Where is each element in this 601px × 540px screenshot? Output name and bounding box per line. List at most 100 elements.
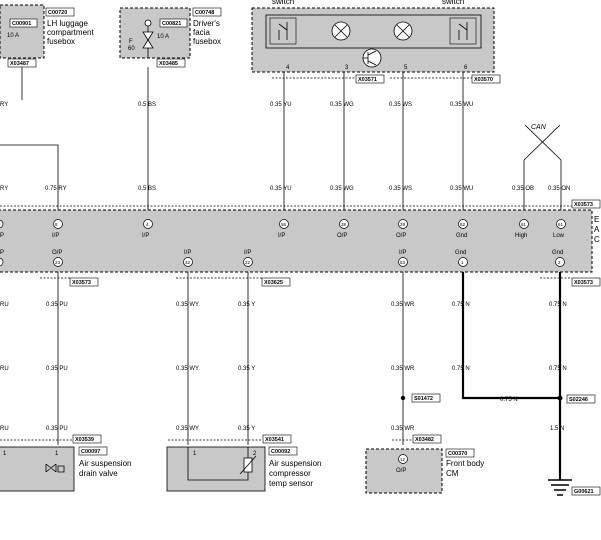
front-body-cm-name-2: CM [446, 469, 459, 478]
pin-number: 61 [558, 222, 564, 227]
splice-code: S01472 [414, 396, 433, 402]
wire-label: 0.35 WY [176, 302, 199, 308]
switch-right-label: switch [442, 0, 464, 6]
module-bottom-connector: X03573 [72, 280, 91, 286]
pin-number: 28 [341, 222, 347, 227]
pin-type: O/P [396, 233, 406, 239]
wire-label: 0.75 N [500, 397, 518, 403]
pin-number: 1 [55, 451, 59, 457]
pin-type: Gnd [552, 250, 563, 256]
wire-label: 0.5 BS [138, 102, 156, 108]
drain-valve: X03539 1 1 C00097 Air suspension drain v… [0, 434, 131, 492]
temp-sensor-code: C00092 [271, 449, 290, 455]
temp-sensor-name-3: temp sensor [269, 479, 313, 488]
bottom-wire-labels: RU 0.35 PU 0.35 WY 0.35 Y 0.35 WR 0.75 N… [0, 302, 567, 432]
wire-label: 0.35 WR [391, 366, 415, 372]
pin-type: Gnd [455, 250, 466, 256]
drain-valve-code: C00097 [81, 449, 100, 455]
wire-label: RU [0, 366, 9, 372]
splice-dot [557, 395, 563, 401]
wire-label: 0.35 WG [330, 102, 354, 108]
switch-pin: 6 [464, 65, 468, 71]
lh-fusebox-name-2: compartment [47, 28, 94, 37]
wire-label: 0.75 N [452, 366, 470, 372]
connector-dividers [0, 77, 572, 441]
lh-fuse-rating: 10 A [7, 33, 19, 39]
pin-type: I/P [52, 233, 59, 239]
switch-pin: 3 [345, 65, 349, 71]
lh-fusebox-name-3: fusebox [47, 37, 75, 46]
wire-label: 0.35 WU [450, 186, 473, 192]
drain-valve-name-1: Air suspension [79, 459, 131, 468]
front-body-cm: X03482 12 O/P C00370 Front body CM [365, 434, 484, 494]
wire-label: 0.75 N [549, 302, 567, 308]
lh-fusebox-box [0, 4, 45, 59]
wire-label: 0.35 WU [450, 102, 473, 108]
lower-wire-labels: RY 0.75 RY 0.5 BS 0.35 YU 0.35 WG 0.35 W… [0, 186, 570, 192]
pin-number: 2 [253, 451, 257, 457]
pin-type: O/P [337, 233, 347, 239]
pin-number: 4 [146, 222, 149, 227]
wire-label: 0.75 RY [45, 186, 67, 192]
wire-label: RY [0, 186, 8, 192]
wire-label: RU [0, 302, 9, 308]
drain-valve-connector: X03539 [75, 437, 94, 443]
wire-label: 0.35 WR [391, 302, 415, 308]
wire-label: 0.35 YU [270, 102, 292, 108]
pin-number: 1 [461, 260, 464, 265]
switch-block: switch switch 4 3 5 6 X03571 X03570 [251, 0, 501, 84]
wire-label: 0.35 PU [46, 366, 68, 372]
ground-wires [461, 265, 562, 480]
wire-label: 0.35 WY [176, 366, 199, 372]
pin-type: I/P [184, 250, 191, 256]
splice-dot [400, 395, 406, 401]
drain-valve-box [0, 446, 75, 492]
switch-contact-icon [458, 22, 468, 40]
pin-number: 1 [3, 451, 7, 457]
wire-label: 0.5 BS [138, 186, 156, 192]
switch-left-label: switch [272, 0, 294, 6]
module-edge-letter: C [594, 235, 600, 244]
pin-number: 8 [55, 222, 58, 227]
pin-type: I/P [142, 233, 149, 239]
driver-fusebox-name-3: fusebox [193, 37, 221, 46]
wire-label: 0.35 OB [512, 186, 534, 192]
wire-label: 0.35 WY [176, 426, 199, 432]
driver-fuse-number: 60 [128, 46, 135, 52]
switch-pin: 4 [286, 65, 290, 71]
pin-type: O/P [396, 468, 406, 474]
module-bottom-connector: X03625 [264, 280, 283, 286]
wire-label: 0.75 N [452, 302, 470, 308]
front-body-cm-connector: X03482 [415, 437, 434, 443]
ground-icon [548, 479, 572, 496]
ground-point: G00621 [548, 479, 601, 496]
wire-label: 1.5 N [550, 426, 564, 432]
pin-number: 22 [245, 260, 251, 265]
pin-number: 32 [185, 260, 191, 265]
switch-connector-1: X03571 [358, 77, 377, 83]
pin-type: Low [553, 233, 565, 239]
control-module: X03573 E A C P P 8 I/P 4 I/P 56 I/P 28 O… [0, 199, 601, 287]
drain-valve-name-2: drain valve [79, 469, 118, 478]
module-top-connector: X03573 [574, 202, 593, 208]
pin-type: Gnd [456, 233, 467, 239]
module-left-label: P [0, 250, 4, 256]
temp-sensor: X03541 1 2 C00092 Air suspension compres… [166, 434, 321, 492]
pin-number: 2 [558, 260, 561, 265]
driver-fusebox-name-2: facia [193, 28, 210, 37]
temp-sensor-name-1: Air suspension [269, 459, 321, 468]
module-box [0, 209, 593, 273]
driver-fusebox-box [119, 7, 191, 59]
pin-type: High [515, 233, 527, 239]
splices: S01472 S02246 [400, 393, 596, 404]
pin-number: 61 [521, 222, 527, 227]
pin-number: 12 [400, 457, 406, 462]
can-label: CAN [531, 124, 547, 131]
wire-label: 0.35 WS [389, 186, 412, 192]
wire-label: 0.35 PU [46, 426, 68, 432]
module-bottom-connector: X03573 [574, 280, 593, 286]
pin-type: I/P [399, 250, 406, 256]
lh-fusebox-connector: X03487 [10, 61, 29, 67]
lh-fuse-code: C00901 [12, 21, 31, 27]
